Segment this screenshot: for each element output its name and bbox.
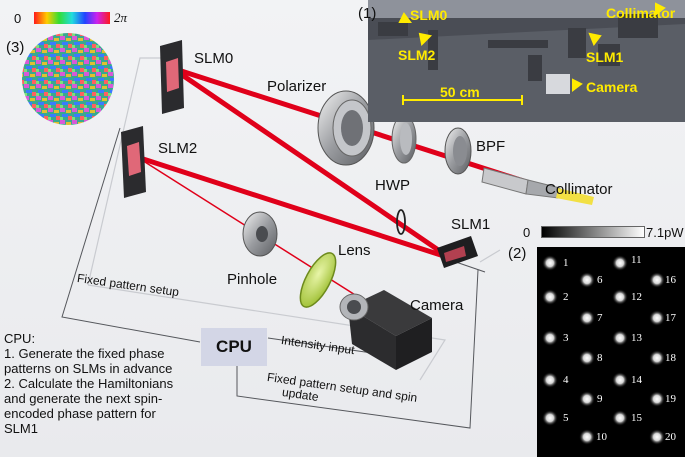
spot-label: 6 — [597, 274, 603, 286]
spot-label: 3 — [563, 332, 569, 344]
label-hwp: HWP — [375, 177, 410, 194]
cpu-desc-line: and generate the next spin- — [4, 391, 163, 406]
label-bpf: BPF — [476, 138, 506, 155]
spot-label: 14 — [631, 374, 642, 386]
label-slm1: SLM1 — [451, 216, 491, 233]
photo-label-camera: Camera — [586, 79, 638, 95]
intensity-bar-max: 7.1pW — [646, 225, 684, 240]
spot-label: 13 — [631, 332, 642, 344]
lens-device — [299, 252, 337, 308]
phase-colorbar — [34, 12, 110, 24]
panel3-tag: (3) — [6, 39, 25, 56]
label-pinhole: Pinhole — [227, 271, 278, 288]
intensity-map: 1 2 3 4 5 6 7 8 9 10 11 12 13 14 15 16 1… — [537, 247, 685, 457]
spot-label: 9 — [597, 393, 603, 405]
slm1-device — [437, 236, 478, 268]
label-polarizer: Polarizer — [267, 78, 327, 95]
photo-label-slm1: SLM1 — [586, 49, 624, 65]
intensity-colorbar — [541, 226, 645, 238]
spot-label: 16 — [665, 274, 676, 286]
spot-label: 12 — [631, 291, 642, 303]
hwp-device — [391, 114, 417, 164]
label-slm0: SLM0 — [194, 50, 234, 67]
slm0-device — [160, 40, 184, 114]
slm2-device — [121, 126, 146, 198]
cpu-desc-line: SLM1 — [4, 421, 38, 436]
pinhole-device — [242, 211, 278, 257]
photo-label-collimator: Collimator — [606, 5, 676, 21]
spot-label: 1 — [563, 257, 569, 269]
polarizer-device — [317, 90, 375, 166]
scale-bar-label: 50 cm — [440, 84, 480, 100]
spot-label: 11 — [631, 254, 642, 266]
phase-bar-min: 0 — [14, 11, 22, 26]
phase-pattern-disk — [22, 33, 114, 125]
spot-label: 5 — [563, 412, 569, 424]
cpu-desc-line: patterns on SLMs in advance — [4, 361, 173, 376]
panel2-tag: (2) — [508, 245, 527, 262]
spot-label: 17 — [665, 312, 676, 324]
label-lens: Lens — [338, 242, 371, 259]
panel1-tag: (1) — [358, 5, 377, 22]
cpu-description: CPU: 1. Generate the fixed phase pattern… — [4, 331, 204, 436]
lab-photo-panel: (1) SLM0 SLM2 SLM1 Collimator Camera 50 … — [358, 0, 685, 122]
photo-label-slm0: SLM0 — [410, 7, 448, 23]
spot-label: 4 — [563, 374, 569, 386]
photo-label-slm2: SLM2 — [398, 47, 436, 63]
cpu-desc-line: encoded phase pattern for — [4, 406, 156, 421]
phase-bar-max: 2π — [114, 10, 128, 25]
spot-label: 18 — [665, 352, 676, 364]
spot-array — [542, 255, 665, 445]
spot-label: 19 — [665, 393, 676, 405]
spot-label: 2 — [563, 291, 569, 303]
platform-outline — [87, 57, 501, 381]
camera-device — [339, 290, 432, 370]
cpu-desc-line: 1. Generate the fixed phase — [4, 346, 165, 361]
spot-label: 7 — [597, 312, 603, 324]
label-camera: Camera — [410, 297, 464, 314]
cpu-desc-line: CPU: — [4, 331, 36, 346]
lab-photo — [368, 0, 685, 122]
iris-device — [396, 209, 406, 235]
spot-label: 8 — [597, 352, 603, 364]
label-slm2: SLM2 — [158, 140, 198, 157]
bpf-device — [444, 127, 472, 175]
spot-label: 10 — [596, 431, 607, 443]
spot-label: 20 — [665, 431, 676, 443]
label-collimator: Collimator — [545, 181, 613, 198]
cpu-box: CPU — [201, 328, 267, 366]
spot-label: 15 — [631, 412, 642, 424]
cpu-desc-line: 2. Calculate the Hamiltonians — [4, 376, 174, 391]
intensity-bar-min: 0 — [523, 225, 531, 240]
collimator-device — [481, 167, 594, 205]
